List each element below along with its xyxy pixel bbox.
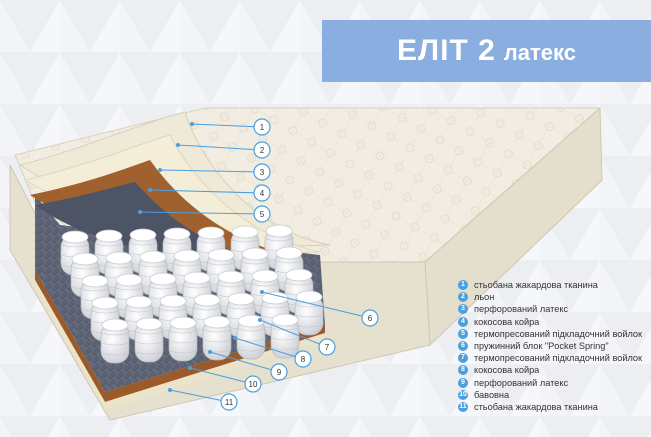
callout-line (261, 291, 371, 319)
legend-number: 5 (458, 328, 468, 339)
callout-badge (253, 141, 271, 159)
legend-label: стьобана жакардова тканина (474, 401, 598, 412)
legend-label: льон (474, 292, 495, 303)
legend-label: бавовна (474, 389, 510, 400)
legend-number: 4 (458, 316, 468, 327)
legend-item: 1 стьобана жакардова тканина (458, 279, 648, 291)
callout-anchor (188, 366, 192, 370)
legend-item: 4 кокосова койра (458, 316, 648, 328)
legend-number: 1 (458, 280, 468, 291)
legend-item: 5 термопресований підкладочний войлок (458, 328, 648, 340)
legend: 1 стьобана жакардова тканина 2 льон 3 перфоро… (458, 279, 648, 413)
callout-badge (253, 118, 271, 136)
legend-number: 9 (458, 377, 468, 388)
spring-pocket (168, 316, 198, 362)
callout-anchor (138, 210, 142, 214)
legend-item: 3 перфорований латекс (458, 303, 648, 315)
callout-anchor (168, 388, 172, 392)
callout-anchor (148, 188, 152, 192)
callout-anchor (233, 336, 237, 340)
product-title-banner: ЕЛІТ 2 латекс (322, 20, 651, 82)
callout-badge (318, 338, 336, 356)
callout-line (169, 389, 230, 403)
callout-number: 3 (260, 168, 265, 177)
callout-number: 11 (225, 398, 234, 407)
legend-number: 8 (458, 365, 468, 376)
legend-number: 7 (458, 353, 468, 364)
callout-line (259, 319, 328, 348)
legend-label: кокосова койра (474, 316, 540, 327)
legend-number: 3 (458, 304, 468, 315)
callout-number: 4 (260, 189, 265, 198)
callout-number: 10 (249, 380, 258, 389)
legend-number: 10 (458, 389, 468, 400)
legend-label: пружинний блок "Pocket Spring" (474, 341, 609, 352)
product-title: ЕЛІТ 2 (397, 34, 496, 67)
callout-line (159, 169, 263, 173)
legend-label: перфорований латекс (474, 304, 569, 315)
legend-item: 10 бавовна (458, 389, 648, 401)
callout-number: 9 (277, 368, 282, 377)
callout-line (139, 211, 263, 215)
callout-number: 6 (368, 314, 373, 323)
callout-anchor (190, 122, 194, 126)
callout-badge (361, 309, 379, 327)
callout-badge (244, 375, 262, 393)
spring-pocket (134, 317, 164, 363)
callout-line (177, 144, 263, 151)
product-subtitle: латекс (503, 40, 576, 65)
legend-item: 7 термопресований підкладочний войлок (458, 352, 648, 364)
callout-number: 1 (260, 123, 265, 132)
coconut-layer-bottom (35, 270, 325, 402)
callout-line (209, 351, 280, 373)
callout-anchor (208, 350, 212, 354)
legend-item: 11 стьобана жакардова тканина (458, 401, 648, 413)
legend-item: 6 пружинний блок "Pocket Spring" (458, 340, 648, 352)
spring-pocket (100, 318, 130, 364)
callout-number: 5 (260, 210, 265, 219)
callout-badge (253, 205, 271, 223)
legend-label: кокосова койра (474, 365, 540, 376)
legend-label: термопресований підкладочний войлок (474, 328, 643, 339)
spring-pocket (270, 313, 300, 359)
callout-number: 2 (260, 146, 265, 155)
callout-number: 8 (301, 355, 306, 364)
callout-badge (294, 350, 312, 368)
legend-label: перфорований латекс (474, 377, 569, 388)
callout-anchor (176, 143, 180, 147)
callout-line (191, 123, 263, 128)
callout-line (189, 367, 254, 385)
callout-number: 7 (325, 343, 330, 352)
callout-line (149, 189, 263, 194)
legend-label: термопресований підкладочний войлок (474, 353, 643, 364)
callout-anchor (260, 290, 264, 294)
callout-badge (270, 363, 288, 381)
legend-label: стьобана жакардова тканина (474, 280, 598, 291)
callout-badge (220, 393, 238, 411)
legend-item: 2 льон (458, 291, 648, 303)
legend-number: 11 (458, 401, 468, 412)
callout-anchor (158, 168, 162, 172)
legend-number: 6 (458, 341, 468, 352)
legend-item: 8 кокосова койра (458, 364, 648, 376)
callout-badge (253, 163, 271, 181)
callout-badge (253, 184, 271, 202)
latex-layer-bottom (35, 280, 325, 410)
legend-number: 2 (458, 292, 468, 303)
callout-anchor (258, 318, 262, 322)
legend-item: 9 перфорований латекс (458, 377, 648, 389)
callout-line (234, 337, 304, 360)
